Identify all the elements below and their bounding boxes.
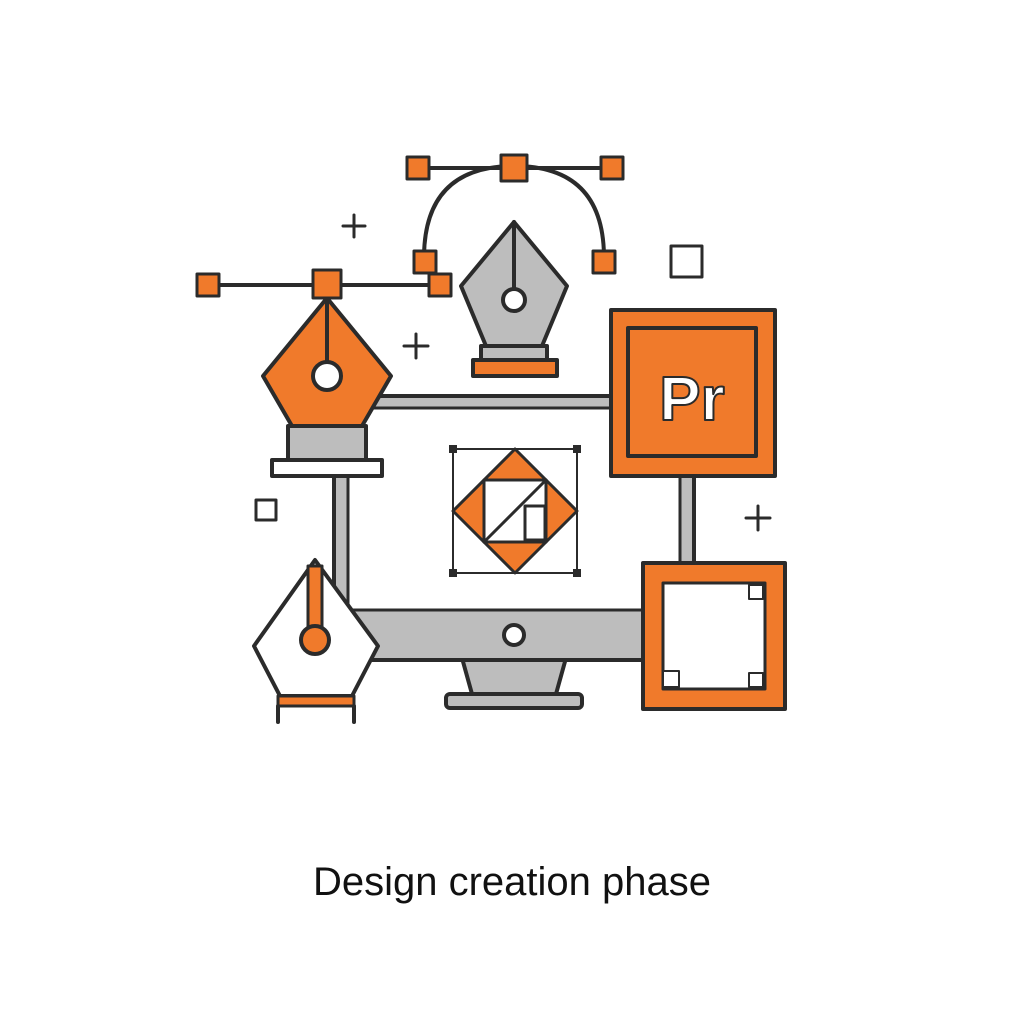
artboard-frame-icon <box>641 561 787 711</box>
pen-tool-icon-top <box>459 220 569 378</box>
pen-tool-icon-large <box>195 268 453 562</box>
pen-tool-icon-small <box>252 558 380 724</box>
bezier-curve-icon <box>405 153 625 275</box>
plus-sparkle-icon <box>341 213 772 532</box>
square-sparkle-icon <box>254 244 704 522</box>
caption: Design creation phase <box>312 860 712 904</box>
premiere-badge-icon: Pr <box>609 308 777 478</box>
premiere-badge-label: Pr <box>659 365 724 434</box>
vector-shape-icon <box>449 445 581 577</box>
